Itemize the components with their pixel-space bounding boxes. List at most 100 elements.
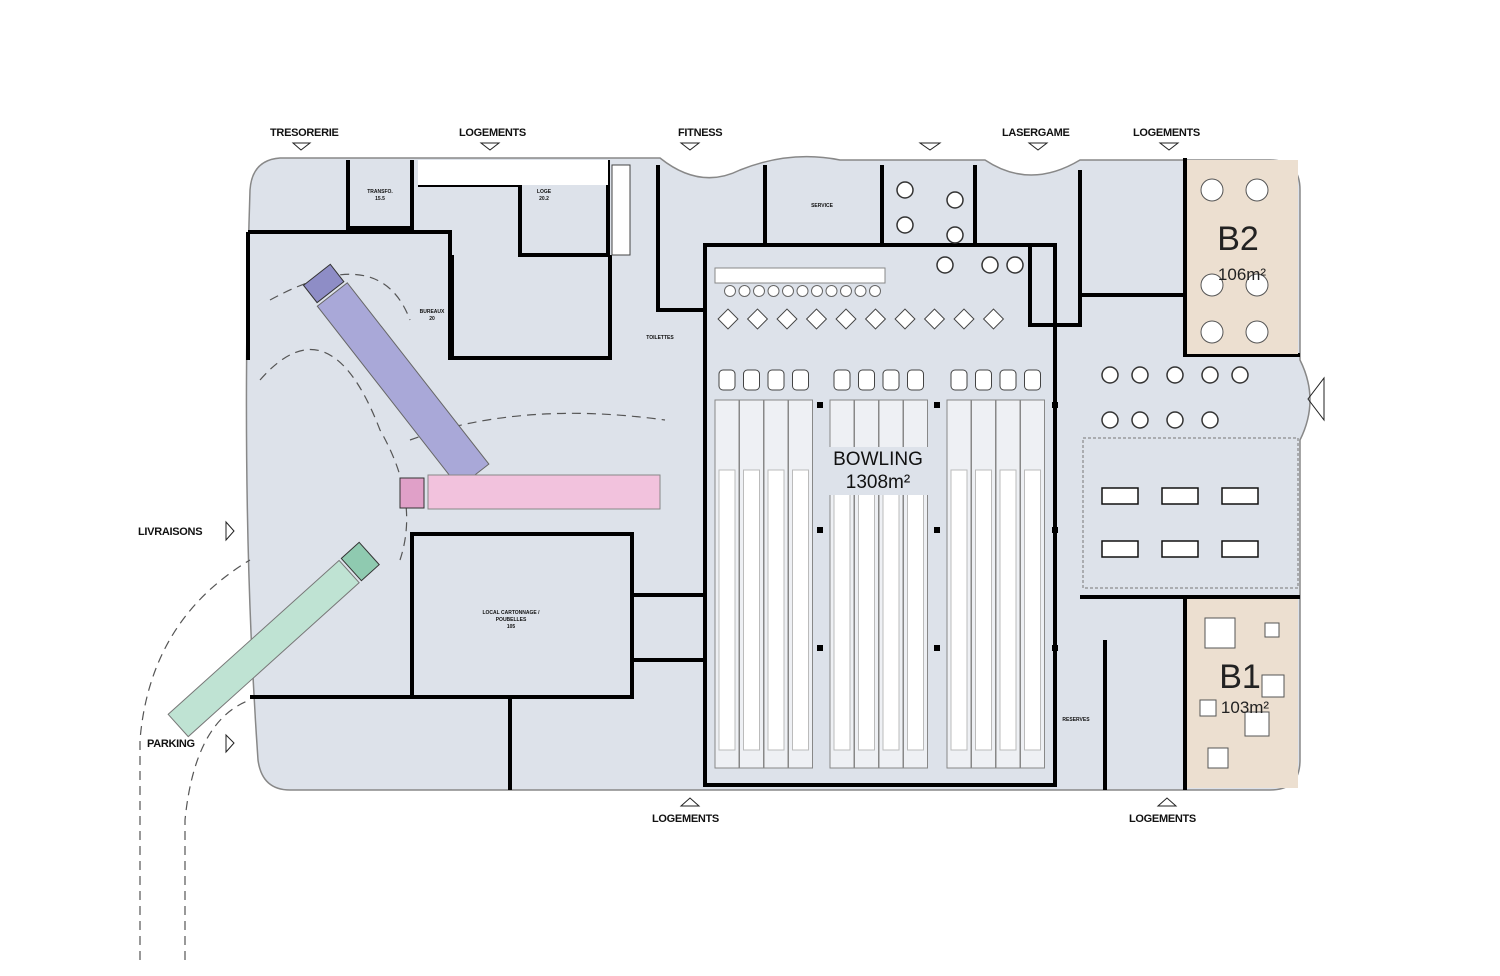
round-table	[1131, 366, 1149, 384]
billiard-table	[1221, 540, 1259, 558]
arcade-zone	[1082, 437, 1299, 589]
cafe-table	[894, 308, 916, 330]
column	[1052, 402, 1058, 408]
billiard-table	[1101, 487, 1139, 505]
room-toilettes: TOILETTES	[646, 335, 674, 341]
column	[1052, 645, 1058, 651]
room-bowling: BOWLING	[833, 449, 923, 470]
column	[1052, 527, 1058, 533]
room-local-2: POUBELLES	[496, 617, 527, 623]
b1-blocks	[1199, 617, 1285, 769]
label-livraisons: LIVRAISONS	[138, 526, 202, 538]
lane-seat	[882, 369, 900, 391]
lane-surface	[950, 469, 968, 751]
bar-stools	[724, 285, 881, 297]
label-bg	[828, 447, 928, 495]
bar-stool	[724, 285, 736, 297]
round-table	[1101, 366, 1119, 384]
column	[934, 402, 940, 408]
bar-stool	[738, 285, 751, 297]
label-parking: PARKING	[147, 738, 195, 750]
round-table	[936, 256, 954, 274]
bar-stool	[840, 285, 852, 297]
label-lasergame: LASERGAME	[1002, 127, 1070, 139]
billiard-table	[1161, 540, 1199, 558]
column	[817, 645, 823, 651]
room-transfo-area: 15.5	[375, 196, 385, 202]
cafe-table	[776, 308, 798, 330]
round-table	[981, 256, 999, 274]
label-logements: LOGEMENTS	[1133, 127, 1200, 139]
bar-stool	[767, 285, 780, 297]
room-bureaux-area: 20	[429, 316, 435, 322]
lane-surface	[858, 469, 875, 751]
bar-stool	[782, 285, 794, 297]
lane-seat	[743, 369, 760, 391]
lane-seat	[767, 369, 785, 391]
bar-counter	[714, 267, 886, 284]
room-b2: B2	[1217, 220, 1259, 258]
cafe-table	[835, 308, 857, 330]
stair	[611, 164, 631, 256]
round-table	[946, 191, 964, 209]
bar-stool	[753, 285, 765, 297]
label-logements: LOGEMENTS	[1129, 813, 1196, 825]
bowling-lanes	[714, 369, 1058, 769]
billiard-table	[1161, 487, 1199, 505]
room-local: LOCAL CARTONNAGE /	[482, 610, 540, 616]
billiard-table	[1221, 487, 1259, 505]
room-bureaux: BUREAUX	[420, 309, 445, 315]
round-table	[896, 181, 914, 199]
lane-surface	[792, 469, 809, 751]
turning-path	[259, 349, 408, 561]
cafe-table	[864, 308, 887, 330]
round-table	[896, 216, 914, 234]
lane-surface	[743, 469, 760, 751]
b2-tables	[1200, 178, 1269, 344]
cafe-table	[717, 308, 739, 330]
bar-stool	[869, 285, 881, 297]
truck-green	[167, 541, 380, 738]
cafe-table	[923, 308, 946, 330]
access-arrows	[225, 142, 1325, 807]
bar-stool	[825, 285, 838, 297]
lane-seat	[1024, 369, 1041, 391]
room-loge: LOGE	[537, 189, 552, 195]
round-table	[1131, 411, 1149, 429]
room-b1-area: 103m²	[1221, 698, 1270, 717]
lane-seat	[950, 369, 968, 391]
bar-stool	[854, 285, 867, 297]
bar-stool	[796, 285, 809, 297]
cafe-table	[805, 308, 828, 330]
lane-seat	[858, 369, 875, 391]
lane-surface	[833, 469, 851, 751]
column	[817, 527, 823, 533]
label-logements: LOGEMENTS	[459, 127, 526, 139]
round-table	[1166, 411, 1184, 429]
lane-seat	[718, 369, 736, 391]
room-bowling-area: 1308m²	[846, 472, 910, 493]
billiard-tables	[1101, 487, 1259, 558]
cafe-table	[982, 308, 1005, 330]
round-table	[1201, 366, 1219, 384]
room-reserves: RESERVES	[1062, 717, 1090, 723]
lane-surface	[975, 469, 992, 751]
column	[934, 527, 940, 533]
round-table	[946, 226, 964, 244]
room-local-area: 105	[507, 624, 516, 630]
lane-surface	[999, 469, 1017, 751]
billiard-table	[1101, 540, 1139, 558]
round-table	[1166, 366, 1184, 384]
lane-seat	[999, 369, 1017, 391]
column	[934, 645, 940, 651]
lane-seat	[833, 369, 851, 391]
lane-seat	[907, 369, 924, 391]
label-tresorerie: TRESORERIE	[270, 127, 339, 139]
void	[418, 160, 608, 185]
turning-path	[269, 273, 411, 321]
lane-seat	[792, 369, 809, 391]
round-table	[1101, 411, 1119, 429]
road-path	[139, 559, 251, 960]
bar-stool	[811, 285, 823, 297]
